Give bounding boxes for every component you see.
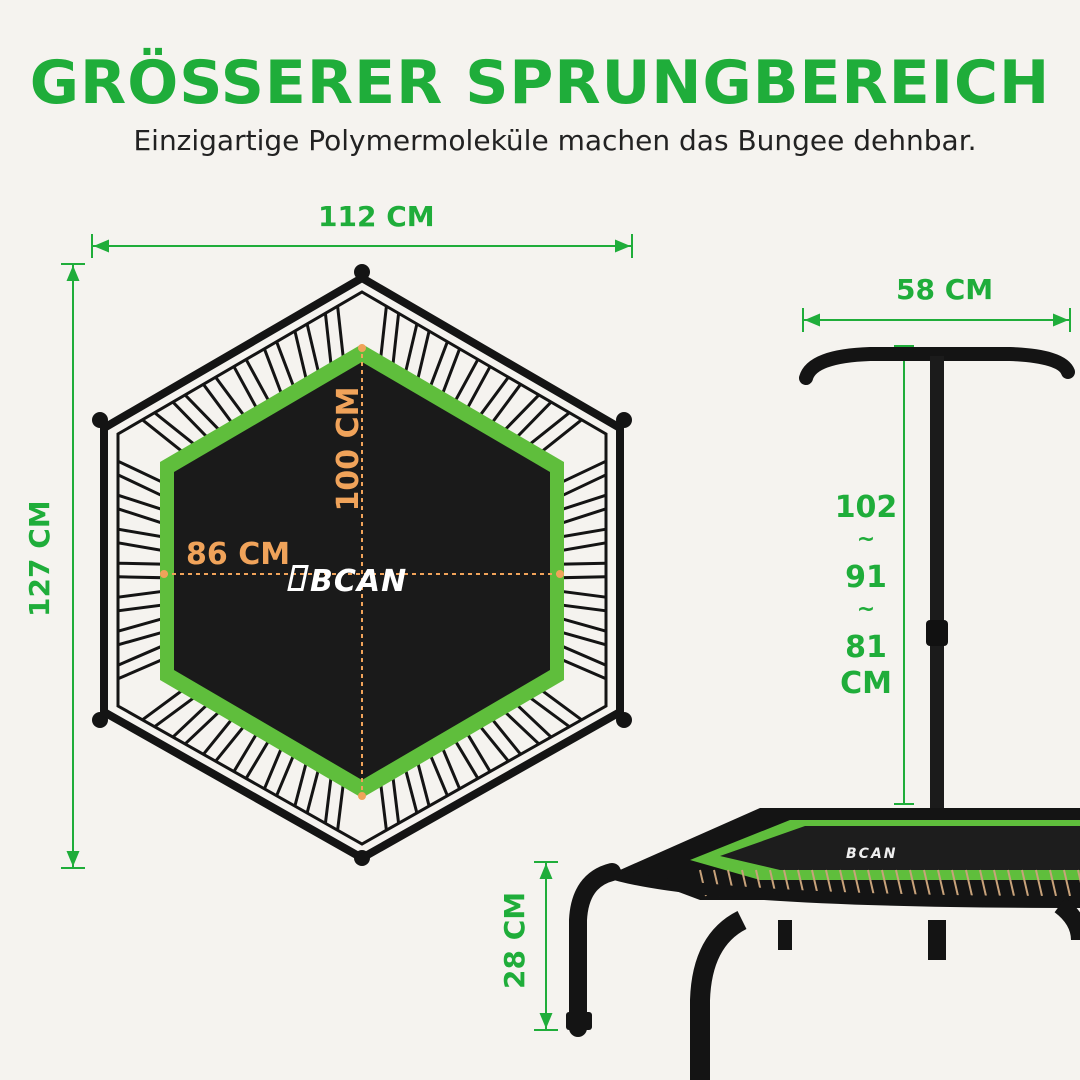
- handle-height-label: 102 ~ 91 ~ 81 CM: [834, 490, 898, 701]
- logo-mark-icon: [287, 565, 309, 591]
- side-bungee: [881, 869, 889, 897]
- outer-frame: [100, 274, 624, 862]
- trampoline-side-view: [566, 347, 1080, 1080]
- side-bungee: [1007, 869, 1015, 897]
- brand-logo-side: BCAN: [846, 846, 898, 862]
- side-bungee: [1035, 869, 1043, 897]
- handle-width-label: 58 CM: [896, 273, 994, 306]
- leg-height-dimension-line: [534, 861, 558, 1031]
- bungee-loop: [117, 561, 168, 580]
- bungee-loop: [556, 615, 607, 647]
- handle-width-dimension-line: [802, 308, 1071, 332]
- bungee-loop: [117, 642, 168, 681]
- side-bungee: [853, 869, 861, 897]
- side-bungee: [895, 869, 903, 897]
- bungee-loop: [556, 589, 607, 613]
- bungee-loop: [117, 589, 168, 613]
- side-bungee: [923, 869, 931, 897]
- side-bungee: [1049, 869, 1057, 897]
- handlebar: [799, 347, 1075, 385]
- side-bungee: [867, 869, 875, 897]
- mat-width-label: 86 CM: [186, 537, 291, 572]
- frame-width-label: 112 CM: [318, 200, 435, 233]
- brand-logo: BCAN: [287, 564, 407, 599]
- trampoline-top-view: [92, 264, 632, 866]
- bungee-loop: [556, 642, 607, 681]
- bungee-loop: [556, 561, 607, 580]
- leg-height-label: 28 CM: [498, 891, 531, 989]
- bungee-loop: [117, 615, 168, 647]
- subheadline: Einzigartige Polymermoleküle machen das …: [133, 124, 977, 157]
- side-bungee: [1063, 869, 1071, 897]
- bungee-loop: [117, 527, 168, 553]
- side-bungee: [979, 869, 987, 897]
- frame-height-label: 127 CM: [23, 500, 56, 617]
- frame-height-dimension-line: [61, 263, 85, 869]
- headline: GRÖSSERER SPRUNGBEREICH: [29, 48, 1051, 118]
- side-bungee: [1077, 869, 1080, 884]
- bungee-loop: [556, 527, 607, 553]
- side-bungee: [965, 869, 973, 897]
- handle-height-dimension-line: [894, 345, 914, 805]
- bungee-loop: [556, 493, 607, 527]
- side-bungee: [909, 869, 917, 897]
- bungee-loop: [117, 493, 168, 527]
- mat-dimension-lines: [164, 346, 560, 796]
- side-bungee: [951, 869, 959, 897]
- mat-height-label: 100 CM: [331, 386, 366, 512]
- bungee-loop: [556, 459, 607, 500]
- side-bungee: [839, 869, 847, 897]
- side-bungee: [993, 869, 1001, 897]
- bungee-loop: [117, 459, 168, 500]
- side-bungee: [937, 869, 945, 897]
- side-bungee: [1021, 869, 1029, 897]
- frame-width-dimension-line: [91, 234, 633, 258]
- handle-post: [930, 356, 944, 816]
